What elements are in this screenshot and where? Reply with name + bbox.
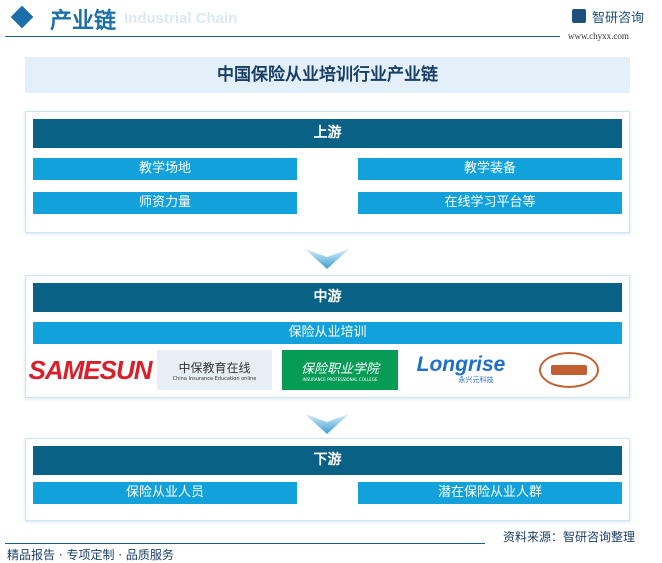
page-title: 中国保险从业培训行业产业链 xyxy=(25,57,630,93)
brand-url: www.chyxx.com xyxy=(568,31,629,41)
arrow-down-icon xyxy=(305,414,349,434)
header-subtitle: Industrial Chain xyxy=(124,10,238,27)
footer-slogan: 精品报告 · 专项定制 · 品质服务 xyxy=(7,548,174,562)
upstream-item: 师资力量 xyxy=(33,192,297,214)
university-seal-icon xyxy=(538,350,600,390)
upstream-item: 教学场地 xyxy=(33,158,297,180)
brand-name: 智研咨询 xyxy=(592,11,645,26)
midstream-bar: 保险从业培训 xyxy=(33,322,622,344)
divider xyxy=(5,36,560,37)
downstream-item: 保险从业人员 xyxy=(33,482,297,504)
upstream-item: 教学装备 xyxy=(358,158,622,180)
header-title: 产业链 xyxy=(50,9,117,34)
diamond-icon xyxy=(10,5,34,29)
downstream-header: 下游 xyxy=(33,446,622,475)
midstream-header: 中游 xyxy=(33,283,622,312)
source-note: 资料来源：智研咨询整理 xyxy=(503,530,636,544)
upstream-item: 在线学习平台等 xyxy=(358,192,622,214)
downstream-item: 潜在保险从业人群 xyxy=(358,482,622,504)
upstream-header: 上游 xyxy=(33,119,622,148)
footer-divider xyxy=(5,543,485,544)
logo-icon xyxy=(572,9,586,23)
logo-samesun: SAMESUN xyxy=(28,354,153,385)
arrow-down-icon xyxy=(305,249,349,269)
